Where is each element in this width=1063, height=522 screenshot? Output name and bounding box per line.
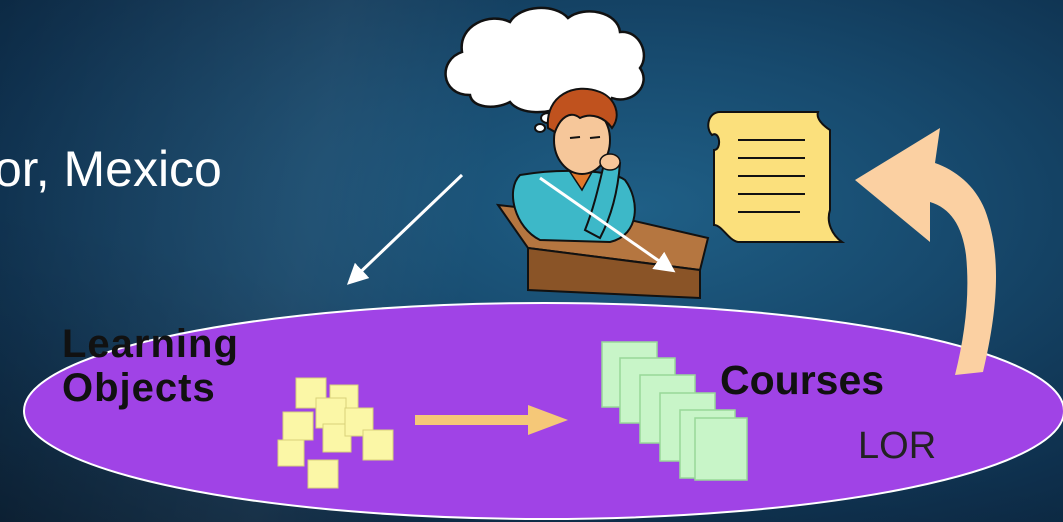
learning-object-tile	[282, 411, 314, 441]
repository-label: LOR	[858, 425, 937, 467]
learning-objects-label-line2: Objects	[62, 366, 216, 410]
learning-objects-label-line1: Learning	[62, 322, 239, 366]
learning-object-tile	[315, 397, 347, 429]
courses-label: Courses	[720, 357, 885, 403]
learning-object-tile	[277, 439, 305, 467]
learning-objects-cluster	[277, 377, 394, 489]
thought-to-courses-arrow	[539, 176, 676, 273]
course-stack	[601, 341, 748, 481]
thought-to-objects-arrow	[346, 173, 464, 285]
document-scroll-icon	[707, 111, 846, 243]
course-page	[694, 417, 748, 481]
learning-object-tile	[307, 459, 339, 489]
courses-to-document-arrow	[855, 128, 997, 375]
thinking-student-icon	[495, 87, 710, 300]
learning-object-tile	[362, 429, 394, 461]
learning-objects-label: Learning Objects	[62, 322, 239, 410]
objects-to-courses-arrow	[415, 405, 568, 435]
slide-headline: or, Mexico	[0, 141, 222, 197]
